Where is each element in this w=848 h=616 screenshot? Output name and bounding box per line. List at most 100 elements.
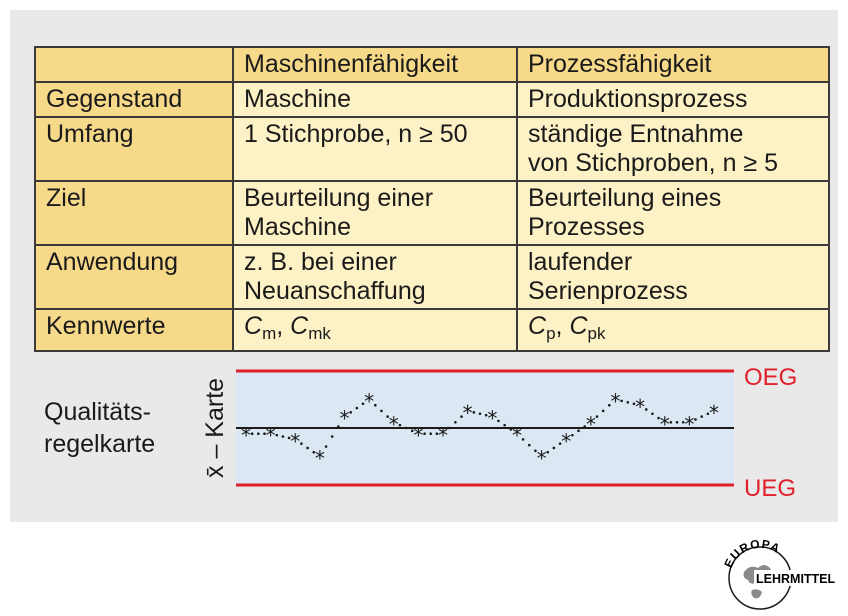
sample-point-marker: * <box>364 390 374 414</box>
cp-subscript: p <box>546 324 556 343</box>
connector-dot <box>675 421 679 424</box>
table-row: Kennwerte Cm, Cmk Cp, Cpk <box>34 308 830 352</box>
connector-dot <box>300 442 303 445</box>
sample-point-marker: * <box>487 407 497 431</box>
row-label: Umfang <box>34 116 234 182</box>
sample-point-marker: * <box>537 447 547 471</box>
sample-point-marker: * <box>290 429 300 453</box>
header-cell-machine-capability: Maschinenfähigkeit <box>232 46 518 83</box>
connector-dot <box>583 425 586 428</box>
connector-dot <box>626 401 630 404</box>
connector-dot <box>534 449 537 453</box>
row-label: Anwendung <box>34 244 234 310</box>
table-row: Anwendung z. B. bei einer Neuanschaffung… <box>34 244 830 310</box>
cp-symbol: C <box>528 312 547 340</box>
connector-dot <box>349 411 352 414</box>
row-label: Gegenstand <box>34 81 234 118</box>
process-cell: ständige Entnahme von Stichproben, n ≥ 5 <box>516 116 830 182</box>
connector-dot <box>287 436 291 440</box>
connector-dot <box>312 450 316 454</box>
connector-dot <box>380 409 383 413</box>
sample-point-marker: * <box>463 401 473 425</box>
table-row: Ziel Beurteilung einer Maschine Beurteil… <box>34 180 830 246</box>
process-indices-cell: Cp, Cpk <box>516 308 830 352</box>
connector-dot <box>706 412 710 416</box>
cell-line: Produktionsprozess <box>528 85 748 113</box>
connector-dot <box>355 406 359 410</box>
sample-point-marker: * <box>266 424 276 448</box>
chart-side-label: Qualitäts- regelkarte <box>44 396 155 460</box>
connector-dot <box>429 432 433 436</box>
chart-side-label-line: regelkarte <box>44 430 156 458</box>
cpk-symbol: C <box>569 312 588 340</box>
header-cell-empty <box>34 46 234 83</box>
upper-limit-label: OEG <box>744 364 797 391</box>
connector-dot <box>263 432 266 436</box>
connector-dot <box>644 408 648 411</box>
connector-dot <box>608 403 611 407</box>
row-label: Ziel <box>34 180 234 246</box>
sample-point-marker: * <box>241 424 251 448</box>
connector-dot <box>275 433 279 437</box>
machine-cell: 1 Stichprobe, n ≥ 50 <box>232 116 518 182</box>
cell-line: Beurteilung eines <box>528 184 722 212</box>
sample-point-marker: * <box>610 390 620 414</box>
connector-dot <box>447 426 451 430</box>
connector-dot <box>257 432 260 436</box>
connector-dot <box>620 399 623 403</box>
connector-dot <box>478 412 482 416</box>
connector-dot <box>681 421 685 424</box>
machine-cell: Maschine <box>232 81 518 118</box>
connector-dot <box>521 438 525 441</box>
process-cell: Beurteilung eines Prozesses <box>516 180 830 246</box>
sample-point-marker: * <box>586 412 596 436</box>
connector-dot <box>281 435 285 438</box>
cell-line: Prozesses <box>528 213 645 241</box>
connector-dot <box>306 446 309 450</box>
connector-dot <box>398 423 402 427</box>
cm-symbol: C <box>244 312 263 340</box>
connector-dot <box>330 435 334 438</box>
header-cell-process-capability: Prozessfähigkeit <box>516 46 830 83</box>
sample-points: ******************** <box>241 390 719 471</box>
process-cell: laufender Serienprozess <box>516 244 830 310</box>
cell-line: Maschine <box>244 213 351 241</box>
europa-lehrmittel-logo: EUROPA LEHRMITTEL <box>721 537 838 610</box>
connector-dot <box>337 425 340 428</box>
sample-point-marker: * <box>660 412 670 436</box>
lower-limit-label: UEG <box>744 475 796 502</box>
separator: , <box>555 312 570 340</box>
cm-subscript: m <box>262 324 277 343</box>
sample-point-marker: * <box>512 424 522 448</box>
row-label: Kennwerte <box>34 308 234 352</box>
table-row: Umfang 1 Stichprobe, n ≥ 50 ständige Ent… <box>34 116 830 182</box>
table-header-row: Maschinenfähigkeit Prozessfähigkeit <box>34 46 830 83</box>
connector-dot <box>577 429 580 433</box>
process-cell: Produktionsprozess <box>516 81 830 118</box>
connector-dot <box>497 419 500 423</box>
x-bar-chart-axis-label: x̄ – Karte <box>201 378 229 478</box>
connector-dot <box>423 432 426 436</box>
connector-dot <box>601 409 605 413</box>
connector-dot <box>700 415 703 418</box>
connector-dot <box>503 423 506 427</box>
connector-dot <box>552 446 556 450</box>
connector-dot <box>435 432 439 436</box>
connector-dot <box>694 418 697 421</box>
connector-dot <box>632 402 636 406</box>
sample-point-marker: * <box>389 412 399 436</box>
connector-dot <box>657 416 660 420</box>
connector-dot <box>250 432 254 436</box>
cell-line: z. B. bei einer <box>244 248 397 276</box>
connector-dot <box>324 445 328 448</box>
connector-dot <box>651 412 654 416</box>
logo-bottom-text: LEHRMITTEL <box>756 572 836 586</box>
cell-line: 1 Stichprobe, n ≥ 50 <box>244 120 468 148</box>
table-row: Gegenstand Maschine Produktionsprozess <box>34 81 830 118</box>
connector-dot <box>460 415 463 418</box>
connector-dot <box>558 442 562 445</box>
cpk-subscript: pk <box>587 324 606 343</box>
cmk-symbol: C <box>290 312 309 340</box>
logo-text-band <box>754 570 838 586</box>
